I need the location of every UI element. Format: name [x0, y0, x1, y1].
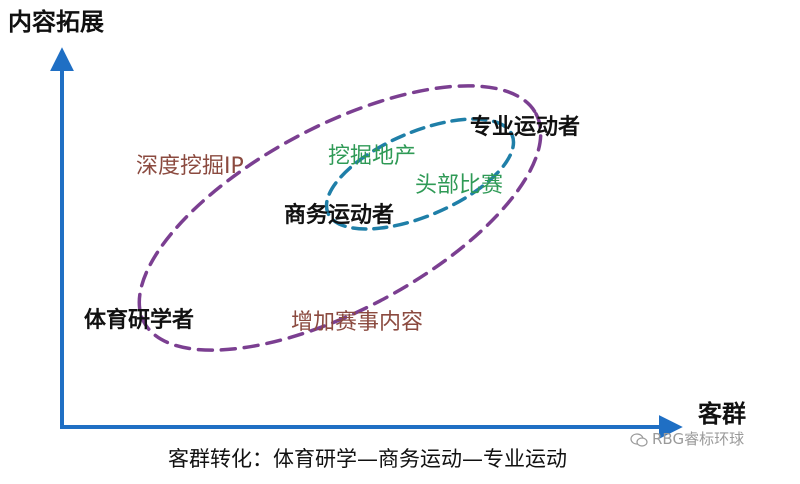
watermark-text: RBG睿标环球	[652, 430, 745, 448]
annotation-deep-ip: 深度挖掘IP	[136, 154, 244, 179]
caption: 客群转化：体育研学—商务运动—专业运动	[168, 447, 567, 471]
node-business-athlete: 商务运动者	[284, 203, 395, 228]
outer-dashed-ellipse	[137, 84, 543, 352]
watermark: RBG睿标环球	[630, 432, 744, 447]
annotation-top-events: 头部比赛	[415, 173, 504, 198]
y-axis-label: 内容拓展	[8, 8, 104, 36]
node-sports-researcher: 体育研学者	[84, 308, 195, 333]
inner-dashed-ellipse	[324, 117, 516, 231]
x-axis-label: 客群	[698, 400, 746, 428]
node-professional-athlete: 专业运动者	[470, 115, 581, 140]
wechat-icon	[630, 432, 648, 447]
annotation-add-events: 增加赛事内容	[291, 310, 424, 335]
annotation-dig-estate: 挖掘地产	[328, 144, 417, 169]
